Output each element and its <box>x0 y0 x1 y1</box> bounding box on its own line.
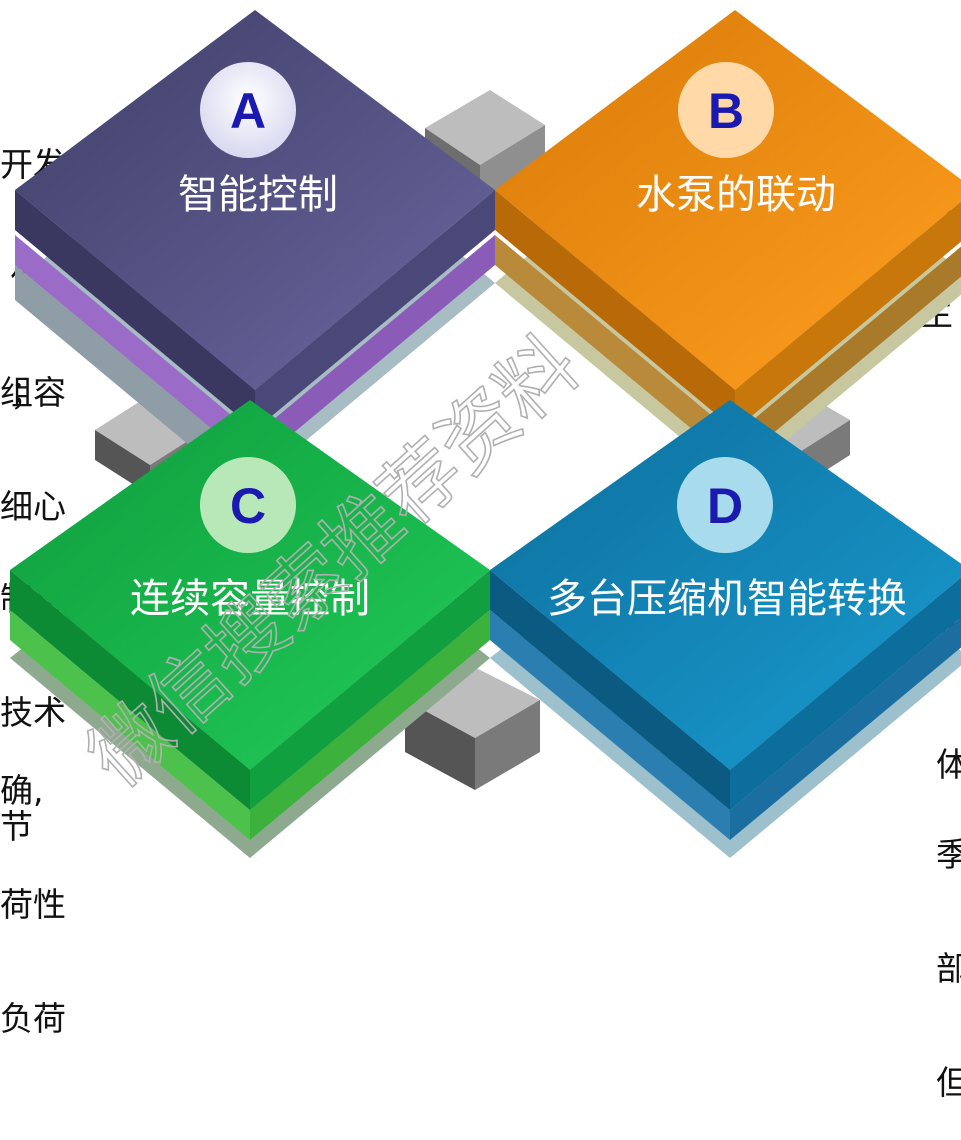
tile-c-badge <box>200 457 296 553</box>
tile-a-badge <box>200 62 296 158</box>
quadrant-diagram: A 智能控制 B 水泵的联动 C 连续容量控制 D 多台压缩机智能转换 <box>10 10 961 858</box>
tile-c-face <box>10 400 490 770</box>
tile-c: C 连续容量控制 <box>10 400 490 858</box>
tile-a: A 智能控制 <box>15 10 495 500</box>
tile-b-badge <box>678 62 774 158</box>
tile-b-label: 水泵的联动 <box>636 172 836 218</box>
tile-a-label: 智能控制 <box>178 172 338 218</box>
tile-d-label: 多台压缩机智能转换 <box>547 576 907 622</box>
tile-d-face <box>490 400 961 770</box>
tile-c-label: 连续容量控制 <box>130 576 370 622</box>
tile-b-letter: B <box>708 83 744 139</box>
tile-c-letter: C <box>230 478 266 534</box>
tile-a-face <box>15 10 495 390</box>
tile-a-letter: A <box>230 83 266 139</box>
tile-b-face <box>495 10 961 390</box>
tile-d-badge <box>677 457 773 553</box>
left-text-block-2: 组容 细心 <box>0 373 66 526</box>
tile-d-letter: D <box>707 478 743 534</box>
right-text-block-3: 体 <box>936 745 961 784</box>
tile-b: B 水泵的联动 <box>495 10 961 483</box>
tile-d: D 多台压缩机智能转换 <box>490 400 961 858</box>
